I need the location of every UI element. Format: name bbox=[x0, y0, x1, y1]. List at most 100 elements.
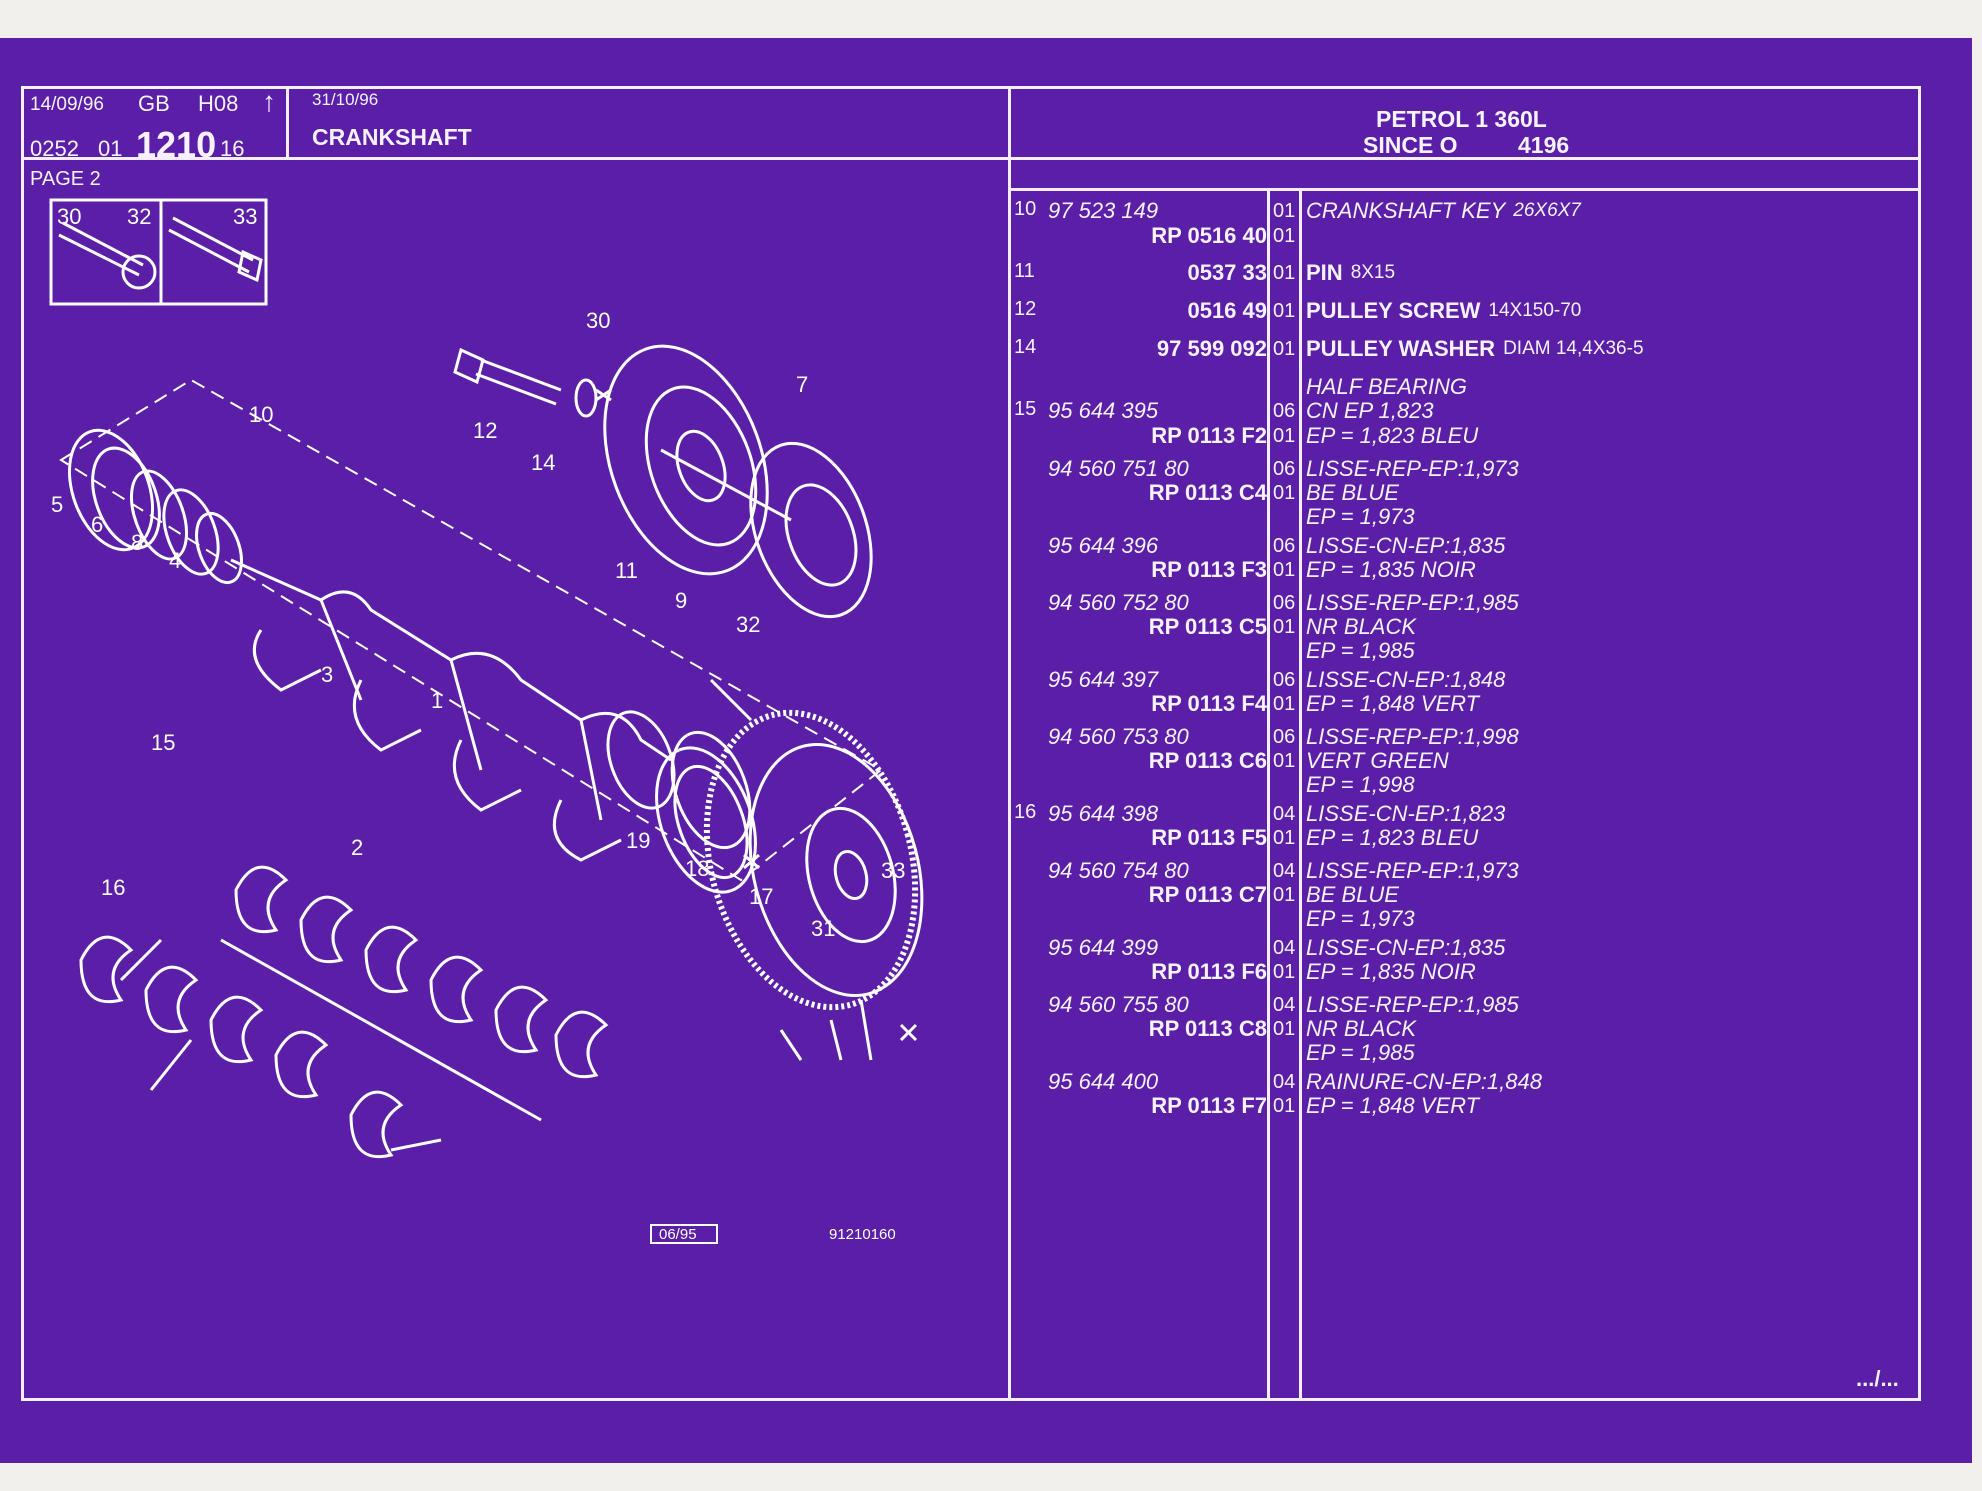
header-date2: 31/10/96 bbox=[312, 90, 379, 109]
part-quantity: 01 bbox=[1273, 827, 1296, 849]
header-vline-1 bbox=[286, 86, 289, 159]
crankshaft bbox=[230, 558, 672, 862]
part-reference: 0516 49 bbox=[1187, 298, 1267, 323]
stamp-text: 06/95 bbox=[659, 1226, 697, 1243]
part-quantity: 06 bbox=[1273, 535, 1296, 557]
arrow-up-icon: ↑ bbox=[262, 86, 276, 117]
part-quantity: 01 bbox=[1273, 482, 1296, 504]
part-description: LISSE-CN-EP:1,835 bbox=[1306, 935, 1506, 960]
part-reference: RP 0113 F2 bbox=[1151, 423, 1267, 448]
part-description: PIN bbox=[1306, 260, 1343, 285]
header-ref-main: 1210 bbox=[136, 124, 217, 165]
part-reference: RP 0113 C4 bbox=[1148, 480, 1267, 505]
page-frame bbox=[21, 86, 1921, 1401]
callout-12: 12 bbox=[473, 418, 497, 443]
part-description: LISSE-REP-EP:1,973 bbox=[1306, 858, 1519, 883]
callout-labels: 30 32 33 30 12 14 7 10 5 6 8 4 11 9 32 3… bbox=[51, 204, 905, 1243]
part-quantity: 04 bbox=[1273, 803, 1296, 825]
pulley-bolt bbox=[453, 347, 562, 406]
part-item-number: 11 bbox=[1014, 260, 1035, 282]
part-description: BE BLUE bbox=[1306, 480, 1399, 505]
callout-3: 3 bbox=[321, 662, 333, 687]
callout-4: 4 bbox=[169, 548, 181, 573]
part-description: EP = 1,848 VERT bbox=[1306, 691, 1480, 716]
callout-32: 32 bbox=[736, 612, 760, 637]
part-quantity: 01 bbox=[1273, 559, 1296, 581]
engine-line-1: PETROL 1 360L bbox=[1376, 106, 1547, 132]
drawing-ref-small: 91210160 bbox=[829, 1226, 896, 1243]
header-divider bbox=[21, 157, 1921, 160]
callout-6: 6 bbox=[91, 512, 103, 537]
callout-11: 11 bbox=[615, 558, 638, 583]
part-quantity: 01 bbox=[1273, 616, 1296, 638]
part-description: EP = 1,848 VERT bbox=[1306, 1093, 1480, 1118]
callout-33: 33 bbox=[881, 858, 905, 883]
callout-7: 7 bbox=[796, 372, 808, 397]
table-header-rule bbox=[1008, 188, 1921, 191]
engine-line-2-number: 4196 bbox=[1518, 132, 1570, 158]
part-spec: 8X15 bbox=[1350, 262, 1396, 283]
part-description: LISSE-REP-EP:1,985 bbox=[1306, 590, 1519, 615]
callout-18: 18 bbox=[685, 856, 709, 881]
callout-17: 17 bbox=[749, 884, 773, 909]
inset-washer bbox=[121, 254, 157, 290]
header-code: H08 bbox=[198, 91, 239, 116]
table-col-rule-1 bbox=[1267, 188, 1270, 1401]
header-ref-c: 16 bbox=[220, 136, 245, 161]
part-quantity: 06 bbox=[1273, 592, 1296, 614]
blueprint-sheet: 14/09/96 GB H08 ↑ 0252 01 1210 16 PAGE 2… bbox=[0, 38, 1972, 1463]
part-reference: RP 0113 F4 bbox=[1151, 691, 1267, 716]
callout-8: 8 bbox=[131, 530, 143, 555]
part-reference: 95 644 399 bbox=[1048, 935, 1159, 960]
pulley-washer bbox=[574, 378, 598, 418]
part-item-number: 10 bbox=[1014, 198, 1037, 220]
header-lang: GB bbox=[138, 91, 170, 116]
part-quantity: 01 bbox=[1273, 1095, 1296, 1117]
callout-14: 14 bbox=[531, 450, 555, 475]
part-description: LISSE-REP-EP:1,998 bbox=[1306, 724, 1519, 749]
part-quantity: 01 bbox=[1273, 425, 1296, 447]
part-reference: RP 0113 F3 bbox=[1151, 557, 1267, 582]
part-description: CN EP 1,823 bbox=[1306, 398, 1434, 423]
flywheel-ring-gear bbox=[703, 709, 919, 1011]
callout-5: 5 bbox=[51, 492, 63, 517]
part-quantity: 06 bbox=[1273, 400, 1296, 422]
stamp-box bbox=[650, 1224, 718, 1244]
part-reference: 97 599 092 bbox=[1156, 336, 1267, 361]
callout-31: 31 bbox=[811, 916, 835, 941]
bearing-bracket-line bbox=[220, 938, 542, 1122]
callout-16: 16 bbox=[101, 875, 125, 900]
callout-2: 2 bbox=[351, 835, 363, 860]
flywheel bbox=[748, 743, 924, 997]
part-reference: 95 644 395 bbox=[1048, 398, 1159, 423]
part-description: EP = 1,973 bbox=[1306, 504, 1415, 529]
continuation-mark: .../... bbox=[1856, 1366, 1899, 1391]
part-reference: RP 0113 F5 bbox=[1151, 825, 1267, 850]
part-description: PULLEY SCREW bbox=[1306, 298, 1481, 323]
part-reference: 94 560 754 80 bbox=[1048, 858, 1189, 883]
part-description: EP = 1,835 NOIR bbox=[1306, 959, 1476, 984]
part-spec: 14X150-70 bbox=[1488, 300, 1582, 321]
inset-label-32: 32 bbox=[127, 204, 151, 229]
part-description: VERT GREEN bbox=[1306, 748, 1449, 773]
part-description: LISSE-CN-EP:1,848 bbox=[1306, 667, 1506, 692]
part-quantity: 04 bbox=[1273, 860, 1296, 882]
part-reference: 95 644 397 bbox=[1048, 667, 1159, 692]
header-vline-2 bbox=[1008, 86, 1011, 1401]
part-description: NR BLACK bbox=[1306, 614, 1417, 639]
header-date: 14/09/96 bbox=[30, 94, 104, 115]
part-quantity: 01 bbox=[1273, 961, 1296, 983]
part-reference: RP 0113 F6 bbox=[1151, 959, 1267, 984]
part-quantity: 01 bbox=[1273, 1018, 1296, 1040]
part-reference: 94 560 753 80 bbox=[1048, 724, 1189, 749]
inset-bolt-2 bbox=[168, 216, 254, 274]
part-description: HALF BEARING bbox=[1306, 374, 1467, 399]
part-description: EP = 1,973 bbox=[1306, 906, 1415, 931]
part-reference: RP 0113 C8 bbox=[1148, 1016, 1267, 1041]
part-quantity: 06 bbox=[1273, 669, 1296, 691]
header-ref-b: 01 bbox=[98, 136, 123, 161]
inset-box-right bbox=[159, 198, 268, 306]
callout-9: 9 bbox=[675, 588, 687, 613]
callout-1: 1 bbox=[431, 688, 443, 713]
